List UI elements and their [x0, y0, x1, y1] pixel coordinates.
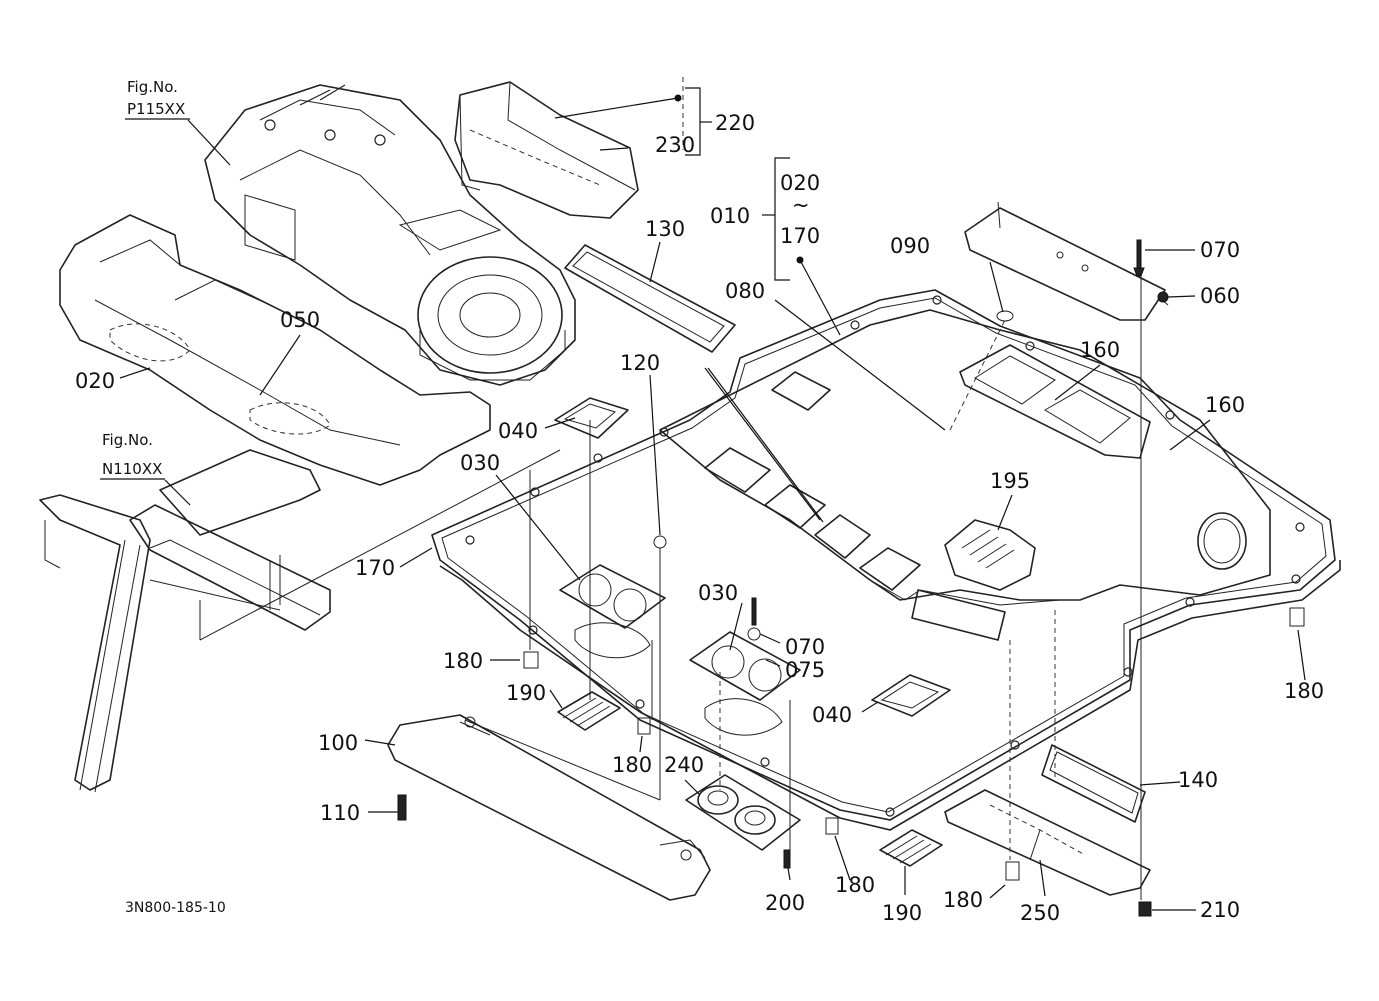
part-label-070-top: 070: [1200, 238, 1240, 262]
speaker-240: [685, 774, 801, 851]
part-label-210: 210: [1200, 898, 1240, 922]
part-label-180-center: 180: [612, 753, 652, 777]
louver-190-right: [879, 829, 943, 867]
part-label-140: 140: [1178, 768, 1218, 792]
part-label-030-left: 030: [460, 451, 500, 475]
part-label-040-left: 040: [498, 419, 538, 443]
part-label-180-lower-right: 180: [943, 888, 983, 912]
panel-250: [944, 789, 1151, 896]
part-label-180-right: 180: [1284, 679, 1324, 703]
fig-ref-1-line2: P115XX: [127, 100, 185, 118]
part-label-200: 200: [765, 891, 805, 915]
duct-050-020: [59, 214, 491, 486]
part-label-130: 130: [645, 217, 685, 241]
part-label-240: 240: [664, 753, 704, 777]
label-010: 010: [710, 204, 750, 228]
part-label-180-left: 180: [443, 649, 483, 673]
part-label-100: 100: [318, 731, 358, 755]
part-label-250: 250: [1020, 901, 1060, 925]
label-range-start: 020: [780, 171, 820, 195]
duct-230: [454, 81, 639, 219]
part-label-120: 120: [620, 351, 660, 375]
fig-ref-2-line2: N110XX: [102, 460, 162, 478]
plate-030-right: [689, 631, 801, 736]
roof-headliner-panel: [431, 289, 1336, 821]
fig-ref-1-line1: Fig.No.: [127, 78, 178, 96]
part-label-050: 050: [280, 308, 320, 332]
group-bracket-220: [554, 87, 712, 156]
document-code: 3N800-185-10: [125, 900, 226, 916]
label-220: 220: [715, 111, 755, 135]
part-label-060: 060: [1200, 284, 1240, 308]
figure-reference-n110: Fig.No. N110XX: [100, 431, 165, 480]
fig-ref-2-line1: Fig.No.: [102, 431, 153, 449]
heater-blower-assembly: [204, 84, 576, 386]
vent-195: [944, 519, 1036, 591]
part-label-040-right: 040: [812, 703, 852, 727]
gasket-040-right: [871, 674, 951, 717]
seal-130: [564, 244, 736, 353]
part-label-180-bottom: 180: [835, 873, 875, 897]
cab-frame-members: [39, 449, 331, 793]
label-range-tilde: ~: [792, 193, 810, 217]
part-label-190-right: 190: [882, 901, 922, 925]
part-label-070-lower: 070: [785, 635, 825, 659]
leader-projection-lines: [149, 77, 1142, 900]
part-label-110: 110: [320, 801, 360, 825]
part-label-195: 195: [990, 469, 1030, 493]
gasket-040-left: [554, 397, 629, 439]
sunvisor-100: [387, 714, 711, 901]
group-bracket-010: [762, 157, 841, 336]
label-leaders: [119, 119, 1306, 911]
fasteners: [397, 239, 1305, 917]
plate-030-left: [559, 564, 666, 659]
part-label-075: 075: [785, 658, 825, 682]
part-label-020: 020: [75, 369, 115, 393]
part-label-190-left: 190: [506, 681, 546, 705]
part-label-030-right: 030: [698, 581, 738, 605]
part-label-160-lower: 160: [1205, 393, 1245, 417]
figure-reference-p115: Fig.No. P115XX: [125, 78, 190, 120]
part-label-160-upper: 160: [1080, 338, 1120, 362]
label-range-end: 170: [780, 224, 820, 248]
louver-190-left: [557, 691, 621, 731]
cover-140: [1041, 744, 1146, 823]
part-label-080: 080: [725, 279, 765, 303]
part-label-230: 230: [655, 133, 695, 157]
part-label-170: 170: [355, 556, 395, 580]
part-label-090: 090: [890, 234, 930, 258]
